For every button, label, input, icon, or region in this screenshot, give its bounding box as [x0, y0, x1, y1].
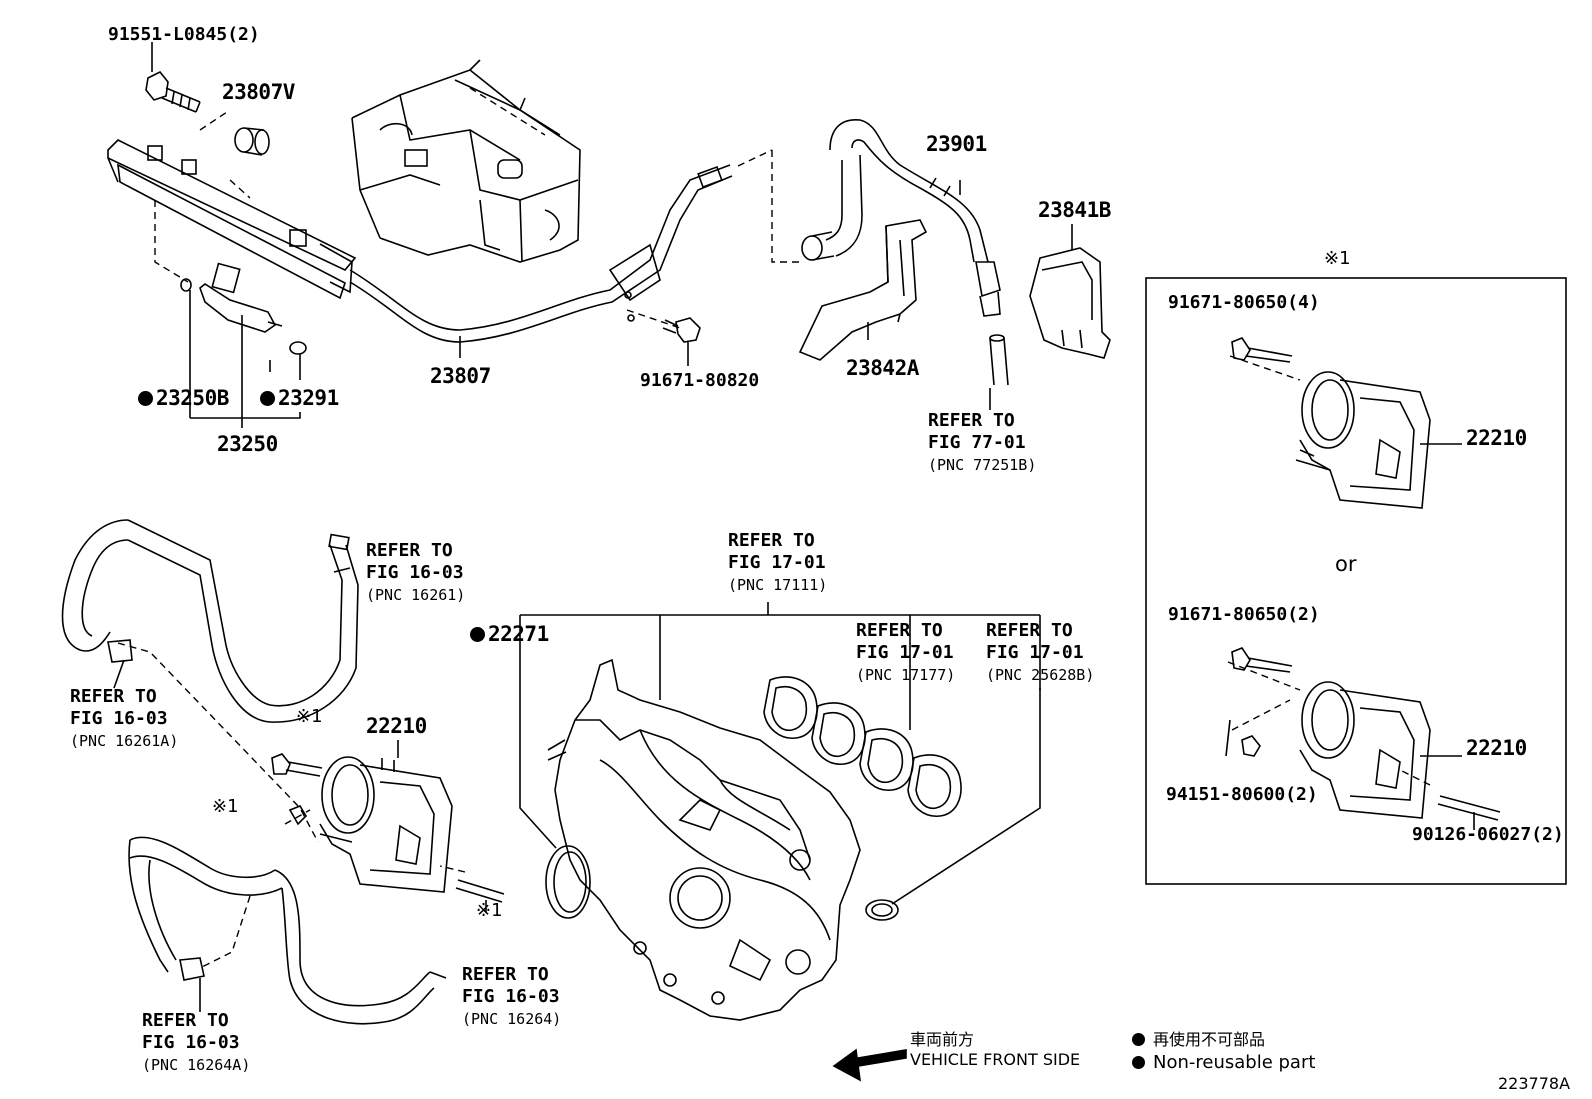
part-label-23250: 23250 [217, 432, 278, 456]
part-label-91671-80650-4: 91671-80650(4) [1168, 292, 1320, 313]
ref-pnc: (PNC 17111) [728, 576, 828, 594]
part-number-22271: 22271 [488, 622, 549, 646]
note-mark-bolt: ※1 [296, 706, 323, 727]
dashed-leaders [117, 87, 1431, 969]
ref-fig-17-01-25628B: REFER TO FIG 17-01 (PNC 25628B) [986, 620, 1094, 686]
collar-23807V-illustration [234, 127, 270, 156]
part-label-23250B: 23250B [138, 388, 229, 409]
ref-line2: FIG 17-01 [728, 552, 826, 573]
callout-bracket-23250 [190, 412, 301, 428]
ref-pnc: (PNC 17177) [856, 666, 956, 684]
gasket-22271-illustration [519, 640, 591, 919]
gasket-25628B-illustration [865, 688, 1041, 921]
nonreusable-dot-icon [470, 627, 485, 642]
part-label-22210-main: 22210 [366, 714, 427, 738]
ref-line1: REFER TO [728, 530, 815, 551]
part-label-90126: 90126-06027(2) [1412, 824, 1564, 845]
nonreusable-dot-icon [138, 391, 153, 406]
ref-line2: FIG 77-01 [928, 432, 1026, 453]
note-mark-box: ※1 [1324, 248, 1351, 269]
part-label-22210-box-a: 22210 [1466, 426, 1527, 450]
hose-ref-77-illustration [989, 334, 1009, 410]
part-label-91671-80650-2: 91671-80650(2) [1168, 604, 1320, 625]
alternative-throttle-box [1145, 277, 1567, 885]
part-label-23807: 23807 [430, 364, 491, 388]
or-label: or [1335, 552, 1357, 576]
ref-fig-16-03-16264A: REFER TO FIG 16-03 (PNC 16264A) [142, 1010, 250, 1076]
ref-pnc: (PNC 16264) [462, 1010, 562, 1028]
legend-front-jp: 車両前方 [910, 1030, 975, 1049]
ref-fig-17-01-17177: REFER TO FIG 17-01 (PNC 17177) [856, 620, 955, 686]
ref-line2: FIG 17-01 [856, 642, 954, 663]
ref-line2: FIG 17-01 [986, 642, 1084, 663]
ref-line1: REFER TO [366, 540, 453, 561]
figure-id: 223778A [1498, 1074, 1571, 1093]
part-label-91551: 91551-L0845(2) [108, 24, 260, 45]
water-hoses-illustration [61, 519, 447, 1025]
ref-pnc: (PNC 25628B) [986, 666, 1095, 684]
part-label-22210-box-b: 22210 [1466, 736, 1527, 760]
ref-pnc: (PNC 16264A) [142, 1056, 251, 1074]
intake-manifold-illustration [547, 658, 861, 1021]
ref-fig-16-03-16261: REFER TO FIG 16-03 (PNC 16261) [366, 540, 465, 606]
part-label-23841B: 23841B [1038, 198, 1111, 222]
fuel-pipe-23807-illustration [349, 164, 733, 358]
ref-line1: REFER TO [856, 620, 943, 641]
part-label-23807V: 23807V [222, 80, 295, 104]
part-label-23291: 23291 [260, 388, 339, 409]
part-number-23291: 23291 [278, 386, 339, 410]
note-mark-nut: ※1 [212, 796, 239, 817]
vehicle-front-arrow [832, 1048, 907, 1082]
ref-fig-16-03-16264: REFER TO FIG 16-03 (PNC 16264) [462, 964, 561, 1030]
ref-pnc: (PNC 16261A) [70, 732, 179, 750]
ref-fig-77-01: REFER TO FIG 77-01 (PNC 77251B) [928, 410, 1036, 476]
ref-line2: FIG 16-03 [142, 1032, 240, 1053]
bolt-91671-80820-illustration [662, 317, 701, 366]
ref-line2: FIG 16-03 [70, 708, 168, 729]
hose-23901-illustration [801, 119, 1001, 317]
cover-23841B-illustration [1029, 224, 1111, 359]
fuel-rail-illustration [107, 139, 357, 300]
part-label-23901: 23901 [926, 132, 987, 156]
part-label-23842A: 23842A [846, 356, 919, 380]
ref-pnc: (PNC 77251B) [928, 456, 1037, 474]
ref-line1: REFER TO [142, 1010, 229, 1031]
ref-line2: FIG 16-03 [462, 986, 560, 1007]
intake-gasket-17177-illustration [763, 676, 962, 817]
legend-nonreusable-jp: 再使用不可部品 [1132, 1026, 1265, 1050]
part-label-91671-80820: 91671-80820 [640, 370, 760, 391]
nonreusable-dot-icon [260, 391, 275, 406]
nonreusable-dot-icon [1132, 1056, 1145, 1069]
ref-line2: FIG 16-03 [366, 562, 464, 583]
injector-23250-illustration [180, 262, 307, 418]
ref-pnc: (PNC 16261) [366, 586, 466, 604]
ref-line1: REFER TO [462, 964, 549, 985]
callout-bracket-17-01 [519, 602, 1041, 730]
bolt-91551-illustration [145, 70, 201, 113]
part-label-22271: 22271 [470, 624, 549, 645]
legend-nonreusable-jp-text: 再使用不可部品 [1153, 1030, 1266, 1049]
nonreusable-dot-icon [1132, 1033, 1145, 1046]
legend-front-en: VEHICLE FRONT SIDE [910, 1050, 1081, 1069]
ref-fig-17-01-17111: REFER TO FIG 17-01 (PNC 17111) [728, 530, 827, 596]
bracket-23842A-illustration [798, 219, 928, 361]
part-label-94151: 94151-80600(2) [1166, 784, 1318, 805]
throttle-bolt-left-illustration [271, 753, 505, 912]
ref-fig-16-03-16261A: REFER TO FIG 16-03 (PNC 16261A) [70, 686, 178, 752]
ref-line1: REFER TO [986, 620, 1073, 641]
note-mark-stud: ※1 [476, 900, 503, 921]
engine-block-illustration [351, 59, 581, 263]
part-number-23250B: 23250B [156, 386, 229, 410]
callout-leaders [113, 42, 1231, 1012]
legend-nonreusable-en-text: Non-reusable part [1153, 1052, 1316, 1073]
ref-line1: REFER TO [928, 410, 1015, 431]
ref-line1: REFER TO [70, 686, 157, 707]
throttle-body-22210-illustration [319, 740, 453, 893]
legend-nonreusable-en: Non-reusable part [1132, 1052, 1315, 1073]
